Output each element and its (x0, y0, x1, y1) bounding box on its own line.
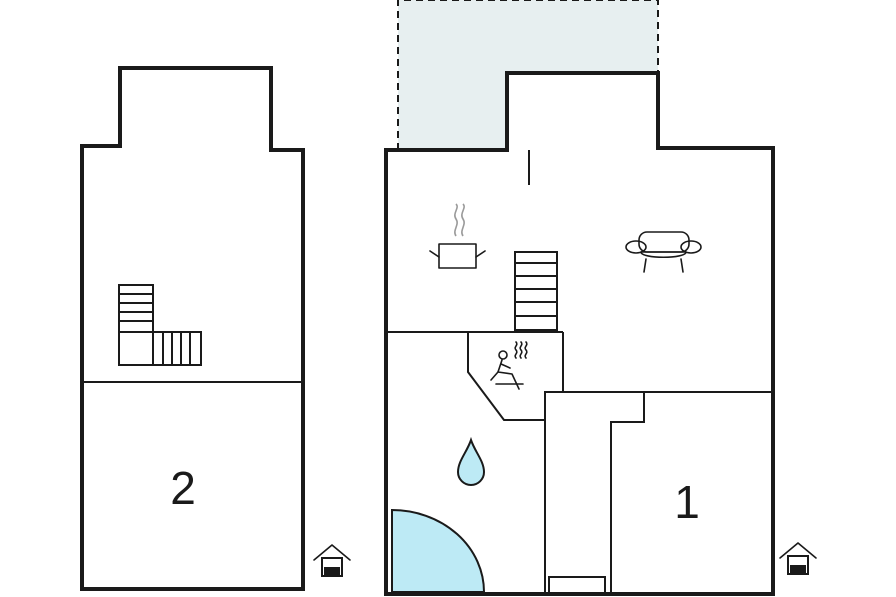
stairs-icon (118, 284, 202, 366)
kitchen-pot-icon (429, 203, 486, 269)
floor-1-outline (384, 71, 775, 596)
terrace-dashed-outline (397, 0, 659, 150)
terrace-area (398, 0, 658, 150)
sauna-icon (490, 341, 528, 390)
floor-2-outline (80, 66, 305, 591)
stairs-icon (514, 251, 558, 331)
floor-1-label: 1 (674, 476, 700, 528)
floor-2-plan: 2 (80, 66, 351, 591)
sofa-icon (625, 231, 702, 273)
house-entrance-icon (313, 544, 351, 577)
interior-walls (388, 150, 771, 595)
floor-1-doorstep (548, 576, 606, 595)
floor-2-label: 2 (170, 462, 196, 514)
floor-1-plan: 1 (384, 0, 817, 596)
water-drop-icon (456, 436, 486, 486)
shower-arc-icon (391, 508, 486, 593)
house-entrance-icon (779, 542, 817, 575)
